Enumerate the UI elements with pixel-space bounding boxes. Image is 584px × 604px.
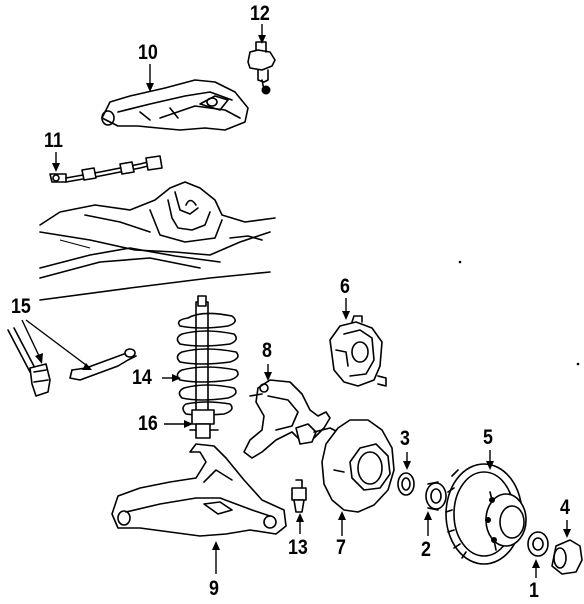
callout-8: 8 bbox=[262, 339, 272, 362]
callout-1: 1 bbox=[529, 579, 539, 602]
callout-16: 16 bbox=[138, 412, 158, 435]
frame-section bbox=[39, 181, 276, 301]
callout-4: 4 bbox=[560, 496, 570, 519]
callout-3: 3 bbox=[400, 427, 410, 450]
callout-14: 14 bbox=[132, 366, 152, 389]
callout-15: 15 bbox=[11, 295, 31, 318]
callout-10: 10 bbox=[138, 41, 158, 64]
leader-lines bbox=[21, 24, 571, 578]
callout-7: 7 bbox=[336, 536, 346, 559]
shock-absorber bbox=[189, 295, 219, 439]
upper-ball-joint bbox=[247, 41, 276, 95]
hub-rotor bbox=[445, 463, 527, 565]
callout-5: 5 bbox=[483, 426, 493, 449]
coil-spring bbox=[176, 301, 239, 416]
callout-9: 9 bbox=[209, 577, 219, 600]
inner-bearing bbox=[425, 481, 447, 511]
outer-bearing bbox=[527, 531, 549, 557]
dust-cap bbox=[551, 539, 583, 575]
callout-12: 12 bbox=[250, 2, 270, 25]
callout-13: 13 bbox=[288, 536, 308, 559]
steering-knuckle bbox=[243, 379, 339, 459]
lower-ball-joint bbox=[291, 479, 307, 513]
callout-11: 11 bbox=[44, 129, 63, 152]
brake-caliper bbox=[329, 315, 387, 387]
stabilizer-link bbox=[7, 327, 137, 397]
callout-6: 6 bbox=[340, 275, 350, 298]
upper-control-arm bbox=[101, 79, 249, 131]
grease-seal bbox=[397, 472, 415, 496]
callout-2: 2 bbox=[421, 538, 431, 561]
lower-control-arm bbox=[111, 443, 287, 537]
splash-shield bbox=[321, 419, 395, 513]
upper-arm-shaft bbox=[49, 155, 163, 183]
